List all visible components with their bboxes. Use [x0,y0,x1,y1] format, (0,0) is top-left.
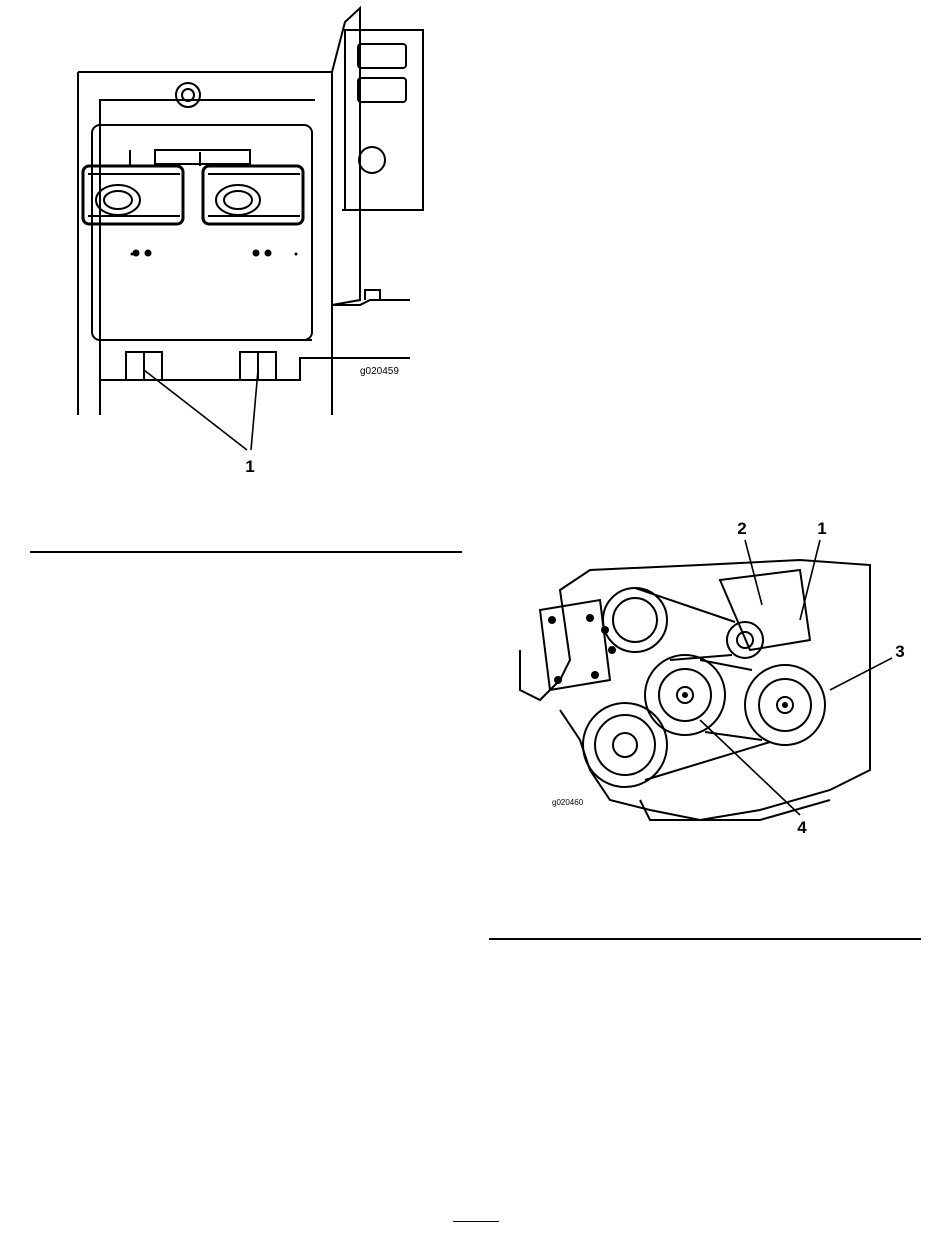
callout-1-label: 1 [817,519,826,538]
page-number-rule [453,1221,499,1222]
callout-3-label: 3 [895,642,904,661]
callout-1-label: 1 [245,457,254,476]
pedal-assembly-illustration: 1 g020459 [60,0,480,480]
figure-engine-belts: 2 1 3 4 g020460 [500,510,920,850]
figure-pedal-assembly: 1 g020459 [60,0,480,480]
callout-4-label: 4 [797,818,807,837]
figure-code: g020460 [552,798,584,807]
callout-2-label: 2 [737,519,746,538]
section-divider [30,551,462,553]
engine-belts-illustration: 2 1 3 4 g020460 [500,510,920,850]
figure-code: g020459 [360,366,399,377]
section-divider [489,938,921,940]
